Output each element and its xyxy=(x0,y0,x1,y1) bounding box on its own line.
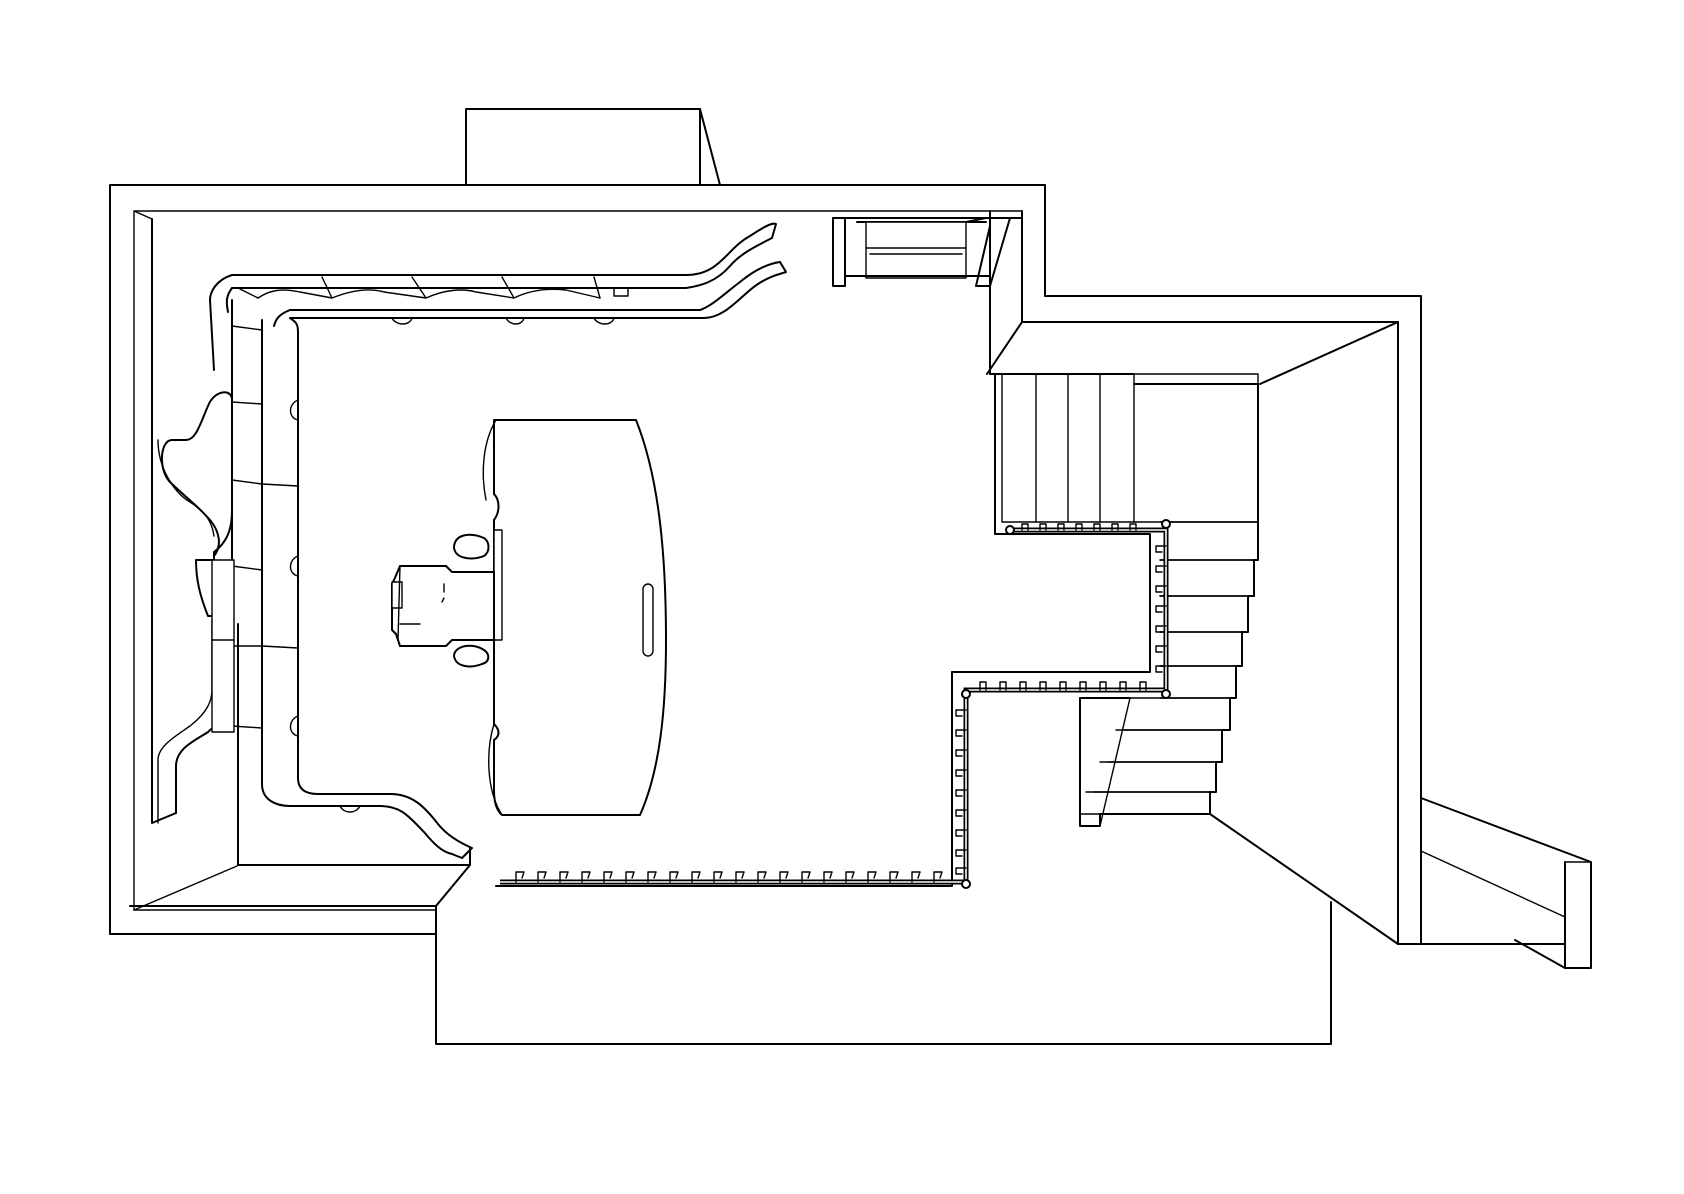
window-bay xyxy=(1420,797,1592,969)
outer-wall xyxy=(109,108,1422,1045)
room-floor xyxy=(129,210,1013,935)
landing xyxy=(495,533,1151,887)
staircase xyxy=(1001,373,1259,827)
round-table xyxy=(482,419,667,816)
door xyxy=(832,217,1023,375)
office-chair xyxy=(391,529,503,668)
railing xyxy=(500,519,1171,889)
bookshelf xyxy=(157,222,787,859)
